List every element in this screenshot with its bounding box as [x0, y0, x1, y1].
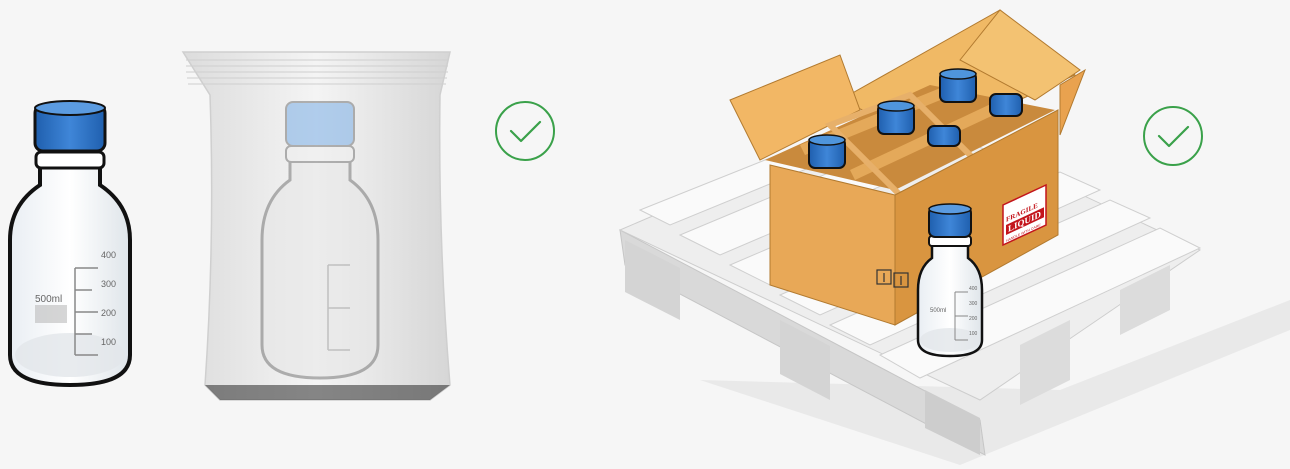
check-circle-icon [1144, 107, 1202, 165]
bottle-volume-label: 500ml [35, 294, 62, 305]
front-bottle-volume-label: 500ml [930, 308, 946, 314]
lab-bottle: 500ml 400 300 200 100 [10, 101, 130, 385]
front-graduation-300: 300 [969, 301, 978, 307]
graduation-200: 200 [101, 308, 116, 318]
graduation-100: 100 [101, 337, 116, 347]
bagged-bottle [183, 52, 450, 400]
front-graduation-400: 400 [969, 286, 978, 292]
graduation-300: 300 [101, 279, 116, 289]
graduation-400: 400 [101, 250, 116, 260]
front-graduation-200: 200 [969, 316, 978, 322]
front-graduation-100: 100 [969, 331, 978, 337]
check-circle-icon [496, 102, 554, 160]
